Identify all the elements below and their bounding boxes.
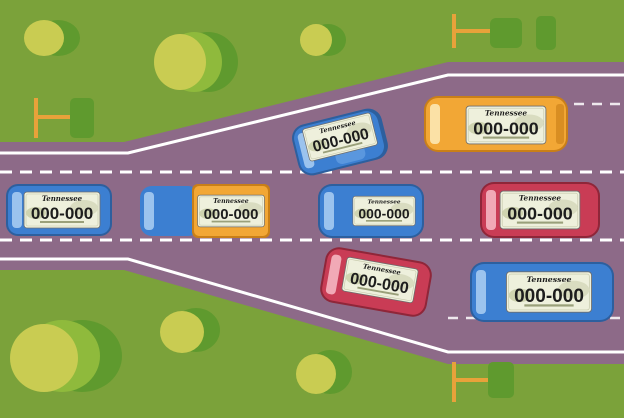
plate-state-text: Tennessee: [213, 198, 249, 205]
plate-state-text: Tennessee: [42, 194, 83, 203]
plate-number-text: 000-000: [507, 203, 573, 223]
sign-post-top-right: [452, 14, 556, 50]
sign-post-left: [34, 98, 94, 138]
plate-number-text: 000-000: [204, 206, 259, 223]
bush-top-center: [154, 32, 238, 92]
sign-post-bottom-right: [452, 362, 514, 402]
plate-number-text: 000-000: [358, 205, 409, 221]
plate-state-text: Tennessee: [519, 194, 562, 203]
plate-number-text: 000-000: [473, 118, 539, 138]
plate-state-text: Tennessee: [368, 200, 401, 206]
license-plate: Tennessee 000-000: [505, 271, 593, 313]
bush-top-left: [24, 20, 80, 56]
bush-bottom-left: [10, 320, 122, 392]
bush-bottom-center: [160, 308, 220, 353]
plate-number-text: 000-000: [31, 204, 93, 223]
plate-number-text: 000-000: [514, 286, 584, 307]
bush-bottom-right: [296, 350, 352, 394]
plate-state-text: Tennessee: [485, 109, 528, 118]
bush-top-right: [300, 24, 346, 56]
plate-state-text: Tennessee: [526, 275, 571, 284]
